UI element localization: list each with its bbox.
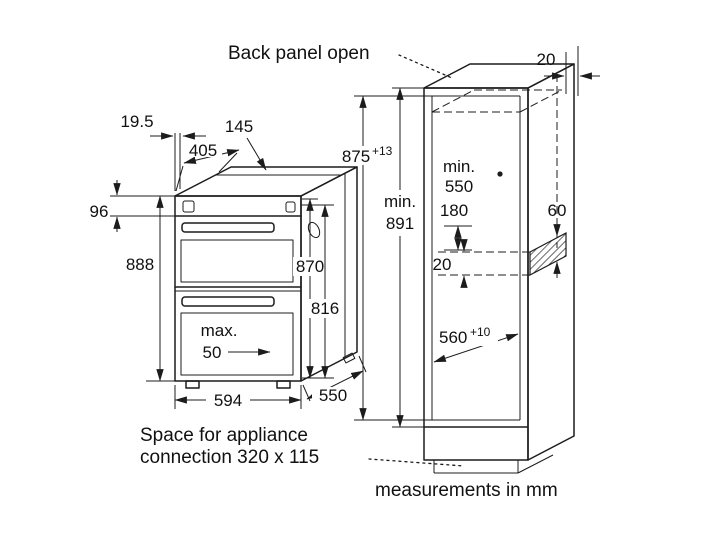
back-panel-note: Back panel open bbox=[228, 43, 370, 64]
connection-leader bbox=[368, 458, 465, 467]
oven-drawing bbox=[174, 166, 358, 389]
cabinet-vent-cutout bbox=[529, 232, 567, 276]
dim-875-label-bg bbox=[334, 146, 394, 165]
units-note: measurements in mm bbox=[375, 480, 558, 501]
oven-side-handle-recess bbox=[307, 221, 321, 239]
dim-870-label: 870 bbox=[296, 257, 324, 276]
cabinet-back-open-edge-right bbox=[519, 89, 563, 113]
oven-foot-right bbox=[276, 380, 291, 389]
oven-foot-left bbox=[185, 380, 200, 389]
dim-145-leader bbox=[246, 137, 267, 171]
cabinet-plinth-side bbox=[517, 454, 554, 474]
dim-560-line bbox=[433, 333, 519, 363]
dim-max50-label-value: 50 bbox=[203, 343, 222, 362]
dim-888-label: 888 bbox=[126, 255, 154, 274]
dim-405-label-bg bbox=[184, 141, 222, 157]
oven-display bbox=[182, 200, 195, 213]
cabinet-front-face bbox=[423, 87, 529, 461]
dim-max50-label-word: max. bbox=[201, 321, 238, 340]
back-panel-leader bbox=[398, 54, 453, 79]
dim-145-label: 145 bbox=[225, 117, 253, 136]
dim-20inner-label: 20 bbox=[433, 255, 452, 274]
oven-lower-door-glass bbox=[180, 312, 294, 376]
cabinet-drawing bbox=[423, 63, 575, 474]
dim-891-label-value: 891 bbox=[386, 214, 414, 233]
oven-dimensions: 19.5 405 145 96 888 870 816 max. 50 bbox=[90, 112, 367, 410]
dim-min550-label-word: min. bbox=[443, 157, 475, 176]
dim-550-label-bg bbox=[312, 387, 354, 404]
dim-875-label: 875 bbox=[342, 147, 370, 166]
cabinet-dimensions: 20 875 +13 min. 891 min. 550 180 60 20 bbox=[334, 46, 600, 428]
dim-870-label-bg bbox=[293, 257, 327, 276]
oven-foot-back bbox=[342, 352, 356, 364]
dim-816-label-bg bbox=[308, 299, 342, 318]
dim-min550-ref-dot bbox=[497, 171, 503, 177]
dim-891-label-bg bbox=[377, 190, 423, 236]
oven-knob bbox=[285, 201, 296, 213]
oven-front-face bbox=[174, 195, 302, 382]
dim-550-label: 550 bbox=[319, 386, 347, 405]
connection-note-line1: Space for appliance bbox=[140, 425, 308, 446]
dim-875-tolerance: +13 bbox=[372, 144, 393, 158]
connection-note-line2: connection 320 x 115 bbox=[140, 447, 319, 468]
annotations: Back panel open Space for appliance conn… bbox=[140, 43, 558, 501]
cabinet-back-open-edge-left bbox=[431, 89, 475, 113]
dim-560-tolerance: +10 bbox=[470, 325, 491, 339]
dim-594-label: 594 bbox=[214, 391, 242, 410]
dim-405-label: 405 bbox=[189, 141, 217, 160]
dim-min550-label-value: 550 bbox=[445, 177, 473, 196]
dim-405-ext1 bbox=[175, 165, 184, 192]
oven-upper-handle bbox=[181, 222, 275, 233]
dim-19-5-label: 19.5 bbox=[120, 112, 153, 131]
dim-560-label-bg bbox=[436, 328, 498, 346]
dim-60-label: 60 bbox=[548, 201, 567, 220]
dim-816-label: 816 bbox=[311, 299, 339, 318]
dim-96-label: 96 bbox=[90, 202, 109, 221]
dim-560-label: 560 bbox=[439, 328, 467, 347]
dim-20top-label: 20 bbox=[537, 50, 556, 69]
dim-550-ext-front bbox=[302, 384, 311, 402]
dim-891-label-word: min. bbox=[384, 192, 416, 211]
oven-upper-door-glass bbox=[180, 239, 294, 283]
oven-lower-handle bbox=[181, 296, 275, 307]
dim-180-label: 180 bbox=[440, 201, 468, 220]
dim-594-label-bg bbox=[206, 391, 250, 409]
